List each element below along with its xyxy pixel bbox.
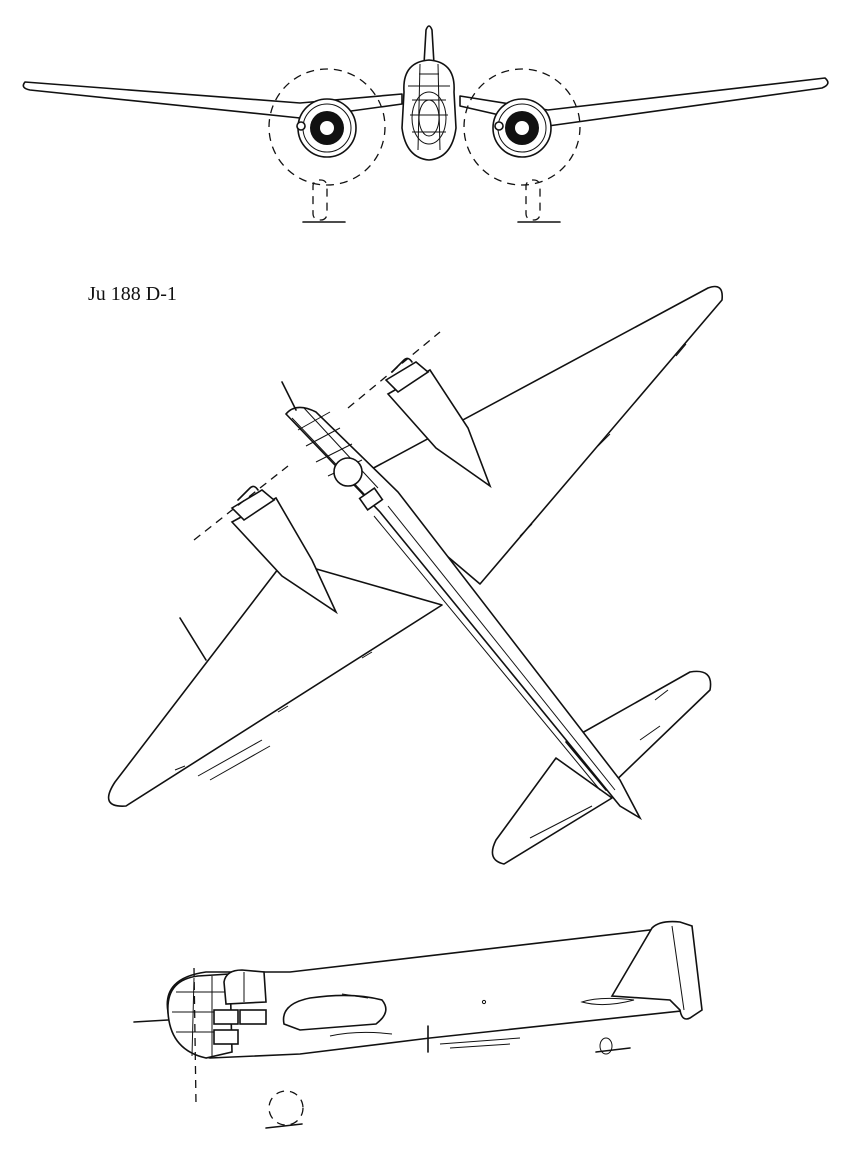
top-stabilizer-lower bbox=[491, 757, 613, 865]
top-lower-wing bbox=[107, 559, 443, 807]
front-fuselage bbox=[401, 59, 457, 161]
top-fuselage bbox=[281, 381, 643, 821]
side-wheel bbox=[268, 1090, 304, 1126]
top-antenna bbox=[179, 617, 207, 661]
front-left-wing bbox=[22, 81, 403, 119]
front-left-gear bbox=[302, 179, 346, 223]
front-right-prop-disc bbox=[463, 68, 581, 186]
front-right-wing bbox=[459, 77, 829, 127]
front-left-engine bbox=[296, 98, 357, 158]
top-lower-nacelle bbox=[193, 465, 338, 615]
top-upper-wing bbox=[354, 285, 724, 585]
front-view bbox=[22, 25, 829, 223]
side-nacelle bbox=[282, 994, 387, 1031]
aircraft-designation: Ju 188 D-1 bbox=[88, 283, 177, 305]
side-view bbox=[133, 920, 703, 1129]
top-stabilizer-upper bbox=[565, 670, 712, 791]
front-right-gear bbox=[517, 179, 561, 223]
side-canopy bbox=[223, 969, 267, 1005]
side-gun bbox=[133, 1019, 169, 1023]
top-upper-nacelle bbox=[347, 331, 492, 489]
top-view bbox=[107, 285, 724, 865]
front-right-engine bbox=[492, 98, 552, 158]
side-fin bbox=[610, 920, 703, 1020]
front-left-prop-disc bbox=[268, 68, 386, 186]
front-fin bbox=[423, 25, 435, 65]
